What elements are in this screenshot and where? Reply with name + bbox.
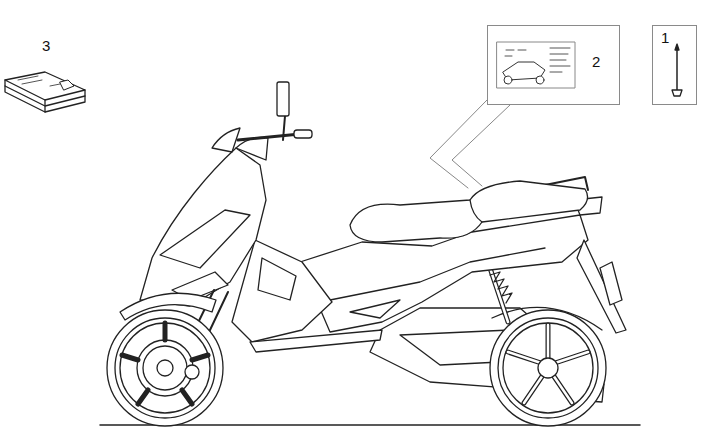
callout-number: 1	[661, 30, 669, 45]
callout-number: 3	[42, 38, 50, 53]
callout-number: 2	[592, 54, 600, 69]
callout-box: 1	[652, 25, 697, 105]
callout-box: 2	[487, 25, 620, 105]
